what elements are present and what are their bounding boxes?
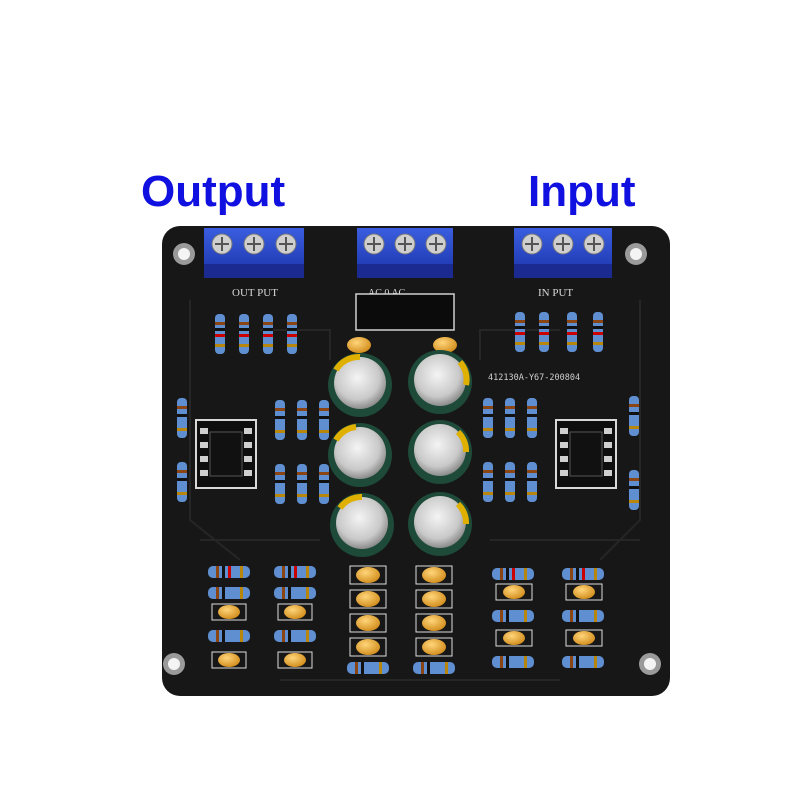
- pcb-traces: [189, 300, 641, 681]
- rectifier-bridge: [355, 293, 455, 331]
- vertical-resistors: [177, 312, 639, 510]
- right-op-amp-socket: [555, 419, 617, 489]
- small-tan-capacitors-top: [347, 337, 457, 353]
- input-terminal-block: [514, 228, 612, 278]
- mounting-holes: [163, 243, 661, 675]
- power-terminal-block: [357, 228, 453, 278]
- input-callout-label: Input: [528, 167, 636, 216]
- bottom-component-grid: [208, 565, 604, 674]
- output-terminal-block: [204, 228, 304, 278]
- board-id-label: 412130A-Y67-200804: [488, 373, 580, 383]
- silkscreen-input-label: IN PUT: [538, 287, 573, 299]
- left-op-amp-socket: [195, 419, 257, 489]
- electrolytic-capacitors: [328, 350, 472, 557]
- silkscreen-output-label: OUT PUT: [232, 287, 278, 299]
- output-callout-label: Output: [141, 167, 286, 216]
